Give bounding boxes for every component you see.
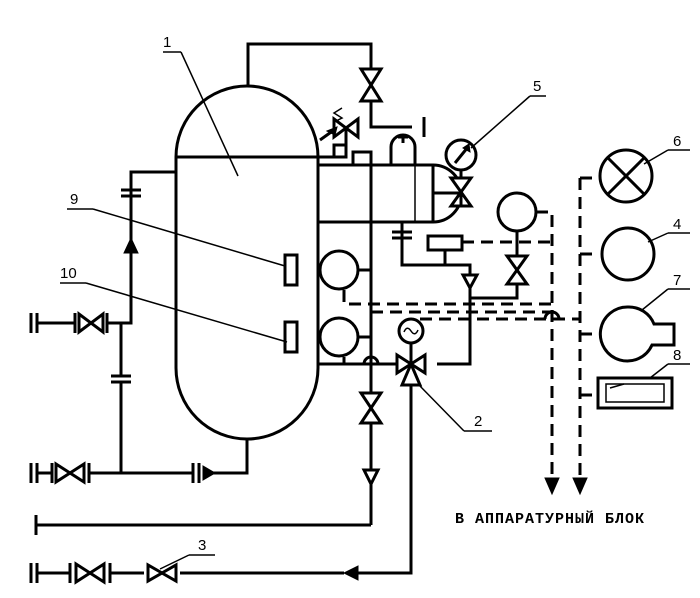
safety-valve bbox=[319, 107, 360, 159]
destination-caption: В АППАРАТУРНЫЙ БЛОК bbox=[455, 510, 645, 528]
callout-2: 2 bbox=[474, 413, 482, 430]
callout-5: 5 bbox=[533, 78, 541, 95]
callout-4: 4 bbox=[673, 216, 681, 233]
instrument-lines bbox=[34, 222, 480, 535]
controller-unit bbox=[426, 191, 554, 478]
leader-lines bbox=[60, 51, 690, 570]
pressure-gauge bbox=[444, 138, 478, 208]
level-sensor-lower bbox=[283, 316, 360, 358]
left-impulse-line bbox=[107, 170, 176, 473]
vessel bbox=[174, 84, 320, 441]
callout-8: 8 bbox=[673, 347, 681, 364]
instrument-round bbox=[600, 226, 656, 282]
vent-valve bbox=[358, 67, 384, 103]
signal-lines bbox=[342, 176, 598, 496]
callout-3: 3 bbox=[198, 537, 206, 554]
indicator-round bbox=[598, 148, 654, 204]
fan-unit bbox=[598, 305, 676, 363]
callout-10: 10 bbox=[60, 265, 77, 282]
level-sensor-upper bbox=[283, 249, 360, 291]
callout-1: 1 bbox=[163, 34, 171, 51]
display-unit bbox=[596, 376, 674, 410]
callout-6: 6 bbox=[673, 133, 681, 150]
callout-7: 7 bbox=[673, 272, 681, 289]
inlet-line bbox=[29, 561, 344, 585]
bottom-drain-line bbox=[29, 439, 249, 485]
callout-9: 9 bbox=[70, 191, 78, 208]
left-top-valve bbox=[29, 311, 109, 335]
three-way-valve bbox=[342, 317, 427, 581]
